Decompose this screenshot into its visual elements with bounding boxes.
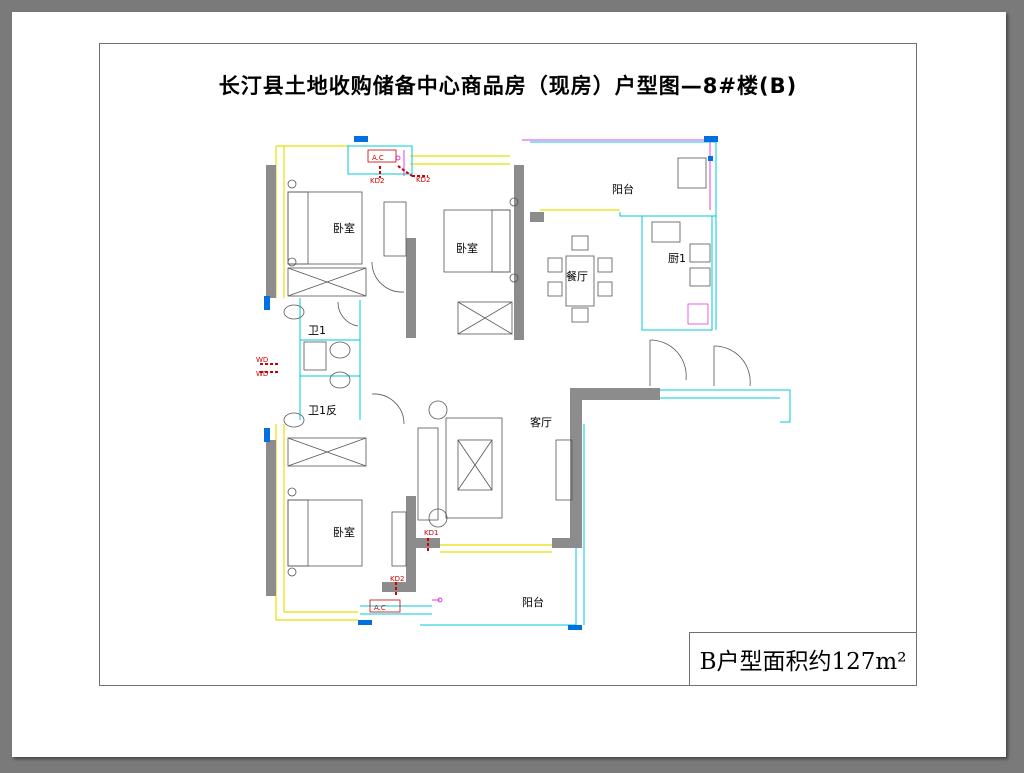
area-label: B户型面积约127m²: [689, 632, 916, 685]
ac-box-bottom: [369, 599, 401, 613]
room-label-bedroom-top-mid: 卧室: [456, 241, 478, 255]
walls: [266, 165, 660, 596]
furniture: [283, 157, 751, 577]
room-label-bedroom-top-left: 卧室: [333, 221, 355, 235]
drawing-sheet: 长汀县土地收购储备中心商品房（现房）户型图—8#楼(B) B户型面积约127m²: [12, 12, 1006, 757]
ac-tag-bottom: A.C: [374, 604, 386, 612]
wd-tag-a: WD: [256, 356, 268, 364]
room-label-balcony-top: 阳台: [612, 182, 634, 196]
room-label-kitchen: 厨1: [668, 252, 686, 265]
room-label-bath-1: 卫1: [308, 324, 326, 337]
kd2-tag-b: KD2: [416, 176, 430, 184]
outer-outline: [275, 145, 620, 621]
kd2-tag-c: KD2: [390, 575, 404, 583]
window-markers: [264, 136, 718, 630]
room-label-bath-2: 卫1反: [308, 404, 337, 417]
pipe-lines: [260, 165, 429, 596]
drawing-frame: 长汀县土地收购储备中心商品房（现房）户型图—8#楼(B) B户型面积约127m²: [99, 43, 917, 686]
room-label-dining: 餐厅: [566, 269, 588, 283]
page-title: 长汀县土地收购储备中心商品房（现房）户型图—8#楼(B): [218, 74, 798, 98]
room-label-living: 客厅: [530, 415, 552, 429]
kd1-tag: KD1: [424, 529, 438, 537]
room-label-bedroom-bottom: 卧室: [333, 525, 355, 539]
magenta-lines: [395, 139, 711, 603]
wd-tag-b: WD: [256, 370, 268, 378]
ac-tag-top: A.C: [372, 154, 384, 162]
kd2-tag-a: KD2: [370, 177, 384, 185]
room-label-balcony-bottom: 阳台: [522, 595, 544, 609]
ac-box-top: [367, 149, 397, 163]
